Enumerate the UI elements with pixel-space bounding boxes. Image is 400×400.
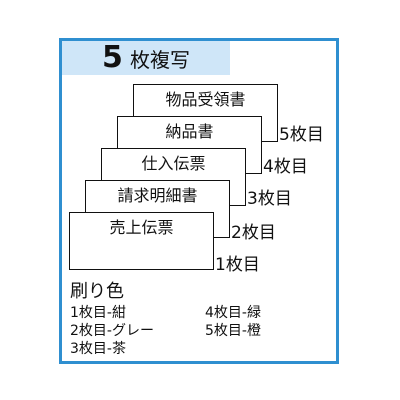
sheet-3-count: 3枚目 xyxy=(247,189,292,209)
sheet-4-count: 4枚目 xyxy=(263,157,308,177)
print-color-item: 5枚目-橙 xyxy=(205,323,261,339)
print-color-item: 2枚目-グレー xyxy=(70,323,154,339)
sheet-1-count: 1枚目 xyxy=(215,255,260,275)
copy-count-label: 枚複写 xyxy=(130,48,190,72)
print-color-item: 1枚目-紺 xyxy=(70,305,126,321)
sheet-4-label: 納品書 xyxy=(165,122,214,141)
print-color-title: 刷り色 xyxy=(70,281,124,302)
copy-count-number: 5 xyxy=(102,40,123,75)
print-color-item: 3枚目-茶 xyxy=(70,341,126,357)
sheet-2-count: 2枚目 xyxy=(231,223,276,243)
sheet-5-label: 物品受領書 xyxy=(165,90,246,109)
sheet-1: 売上伝票 xyxy=(69,212,214,270)
sheet-1-label: 売上伝票 xyxy=(109,218,174,237)
sheet-5-count: 5枚目 xyxy=(279,125,324,145)
sheet-2-label: 請求明細書 xyxy=(117,186,198,205)
print-color-item: 4枚目-緑 xyxy=(205,305,261,321)
title-band xyxy=(62,41,230,75)
sheet-3-label: 仕入伝票 xyxy=(141,154,206,173)
